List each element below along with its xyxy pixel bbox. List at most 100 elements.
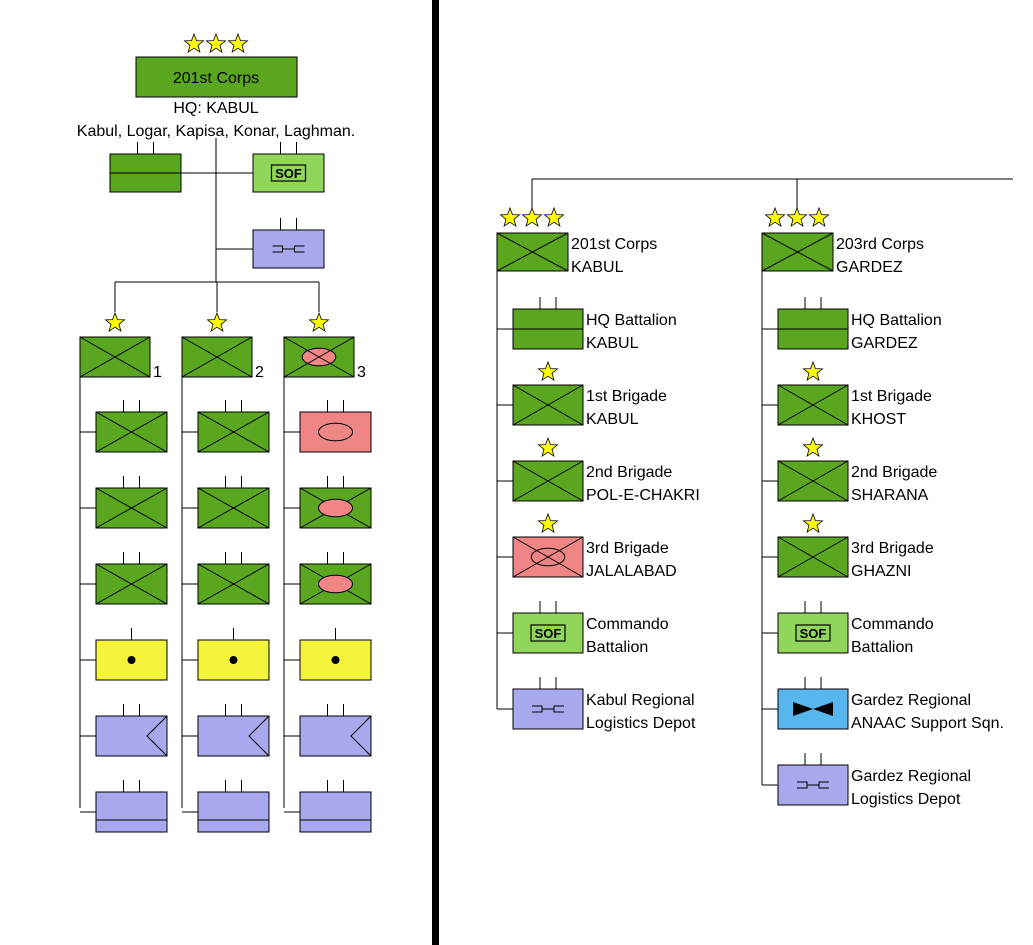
wrench-icon	[532, 705, 564, 713]
star-icon	[537, 436, 559, 458]
unit-label: 3rd Brigade	[586, 540, 669, 557]
cross-mark	[197, 411, 270, 453]
unit-location: KABUL	[586, 411, 639, 428]
commando-oval-icon	[317, 498, 354, 518]
dot-icon	[331, 656, 340, 664]
corps-label: 201st Corps	[571, 236, 657, 253]
unit-location: Logistics Depot	[586, 715, 696, 732]
star-icon	[786, 206, 808, 228]
cross-mark	[181, 336, 253, 378]
cross-mark	[197, 487, 270, 529]
brigade-number: 2	[255, 364, 264, 381]
unit-label: Commando	[586, 616, 669, 633]
star-icon	[764, 206, 786, 228]
star-icon	[537, 360, 559, 382]
corps-provinces: Kabul, Logar, Kapisa, Konar, Laghman.	[77, 123, 355, 140]
unit-location: ANAAC Support Sqn.	[851, 715, 1004, 732]
bowtie-icon	[793, 702, 833, 716]
cross-mark	[79, 336, 151, 378]
brigade-number: 3	[357, 364, 366, 381]
unit-location: SHARANA	[851, 487, 929, 504]
sof-tag: SOF	[275, 166, 302, 181]
cross-mark	[496, 232, 569, 272]
star-icon	[227, 32, 249, 54]
star-icon	[183, 32, 205, 54]
star-icon	[499, 206, 521, 228]
cross-mark	[777, 536, 849, 578]
cross-mark	[95, 411, 168, 453]
unit-location: GARDEZ	[851, 335, 918, 352]
unit-location: KHOST	[851, 411, 906, 428]
logistics-battalion-battalion-symbol	[95, 791, 168, 833]
unit-label: 1st Brigade	[586, 388, 667, 405]
corps-box	[135, 56, 298, 98]
cross-mark	[283, 336, 355, 378]
wrench-icon	[797, 781, 829, 789]
sof-tag-box	[270, 164, 307, 182]
commando-oval-icon	[317, 422, 354, 442]
sof-tag: SOF	[535, 626, 562, 641]
cross-mark	[512, 384, 584, 426]
cross-mark	[777, 384, 849, 426]
unit-location: Battalion	[851, 639, 913, 656]
cavalry-battalion-symbol	[299, 715, 372, 757]
unit-label: 2nd Brigade	[851, 464, 937, 481]
cavalry-battalion-symbol	[95, 715, 168, 757]
star-icon	[104, 311, 126, 333]
unit-label: HQ Battalion	[586, 312, 677, 329]
unit-label: 1st Brigade	[851, 388, 932, 405]
logistics-battalion-battalion-symbol	[197, 791, 270, 833]
corps-label: 203rd Corps	[836, 236, 924, 253]
wrench-icon	[272, 245, 305, 253]
sof-battalion-symbol	[252, 153, 325, 193]
logistics-battalion-battalion-symbol	[299, 791, 372, 833]
panel-divider	[432, 0, 439, 945]
unit-label: 2nd Brigade	[586, 464, 672, 481]
cross-mark	[512, 460, 584, 502]
cross-mark	[761, 232, 834, 272]
sof-unit-symbol	[512, 612, 584, 654]
unit-location: GHAZNI	[851, 563, 911, 580]
cavalry-chevron-icon	[248, 715, 270, 757]
commando-oval-icon	[317, 574, 354, 594]
cross-mark	[95, 563, 168, 605]
sof-tag-box	[530, 624, 566, 642]
star-icon	[521, 206, 543, 228]
dot-icon	[127, 656, 136, 664]
unit-label: Commando	[851, 616, 934, 633]
star-icon	[802, 360, 824, 382]
star-icon	[205, 32, 227, 54]
unit-label: 3rd Brigade	[851, 540, 934, 557]
star-icon	[308, 311, 330, 333]
corps-hq: HQ: KABUL	[173, 100, 258, 117]
sof-tag: SOF	[800, 626, 827, 641]
cross-mark	[95, 487, 168, 529]
cavalry-battalion-symbol	[197, 715, 270, 757]
cross-mark	[512, 536, 584, 578]
star-icon	[802, 512, 824, 534]
unit-location: KABUL	[586, 335, 639, 352]
unit-label: Gardez Regional	[851, 768, 971, 785]
star-icon	[543, 206, 565, 228]
star-icon	[537, 512, 559, 534]
dot-icon	[229, 656, 238, 664]
unit-location: POL-E-CHAKRI	[586, 487, 700, 504]
unit-label: HQ Battalion	[851, 312, 942, 329]
unit-location: Battalion	[586, 639, 648, 656]
unit-label: Kabul Regional	[586, 692, 695, 709]
sof-unit-symbol	[777, 612, 849, 654]
unit-label: Gardez Regional	[851, 692, 971, 709]
brigade-number: 1	[153, 364, 162, 381]
sof-tag-box	[795, 624, 831, 642]
cross-mark	[777, 460, 849, 502]
unit-location: Logistics Depot	[851, 791, 961, 808]
cross-mark	[197, 563, 270, 605]
star-icon	[808, 206, 830, 228]
corps-name: 201st Corps	[173, 70, 259, 87]
corps-location: GARDEZ	[836, 259, 903, 276]
star-icon	[206, 311, 228, 333]
star-icon	[802, 436, 824, 458]
unit-location: JALALABAD	[586, 563, 677, 580]
cavalry-chevron-icon	[146, 715, 168, 757]
